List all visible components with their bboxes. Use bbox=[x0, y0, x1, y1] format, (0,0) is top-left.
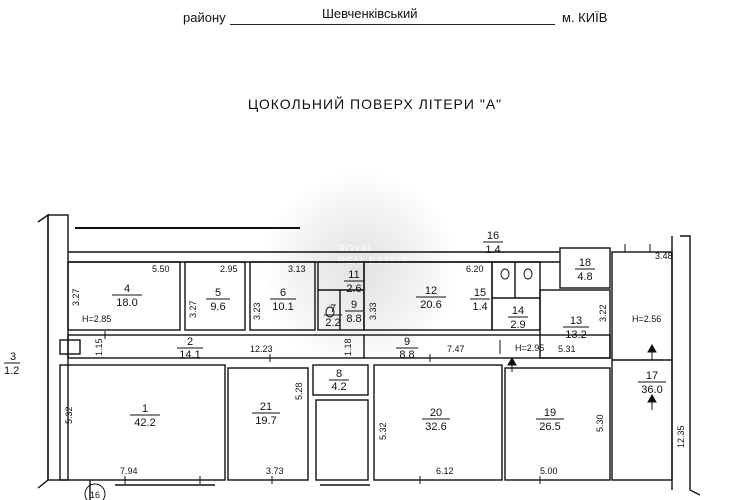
room-3-number: 3 bbox=[10, 351, 16, 363]
room-5-area: 9.6 bbox=[210, 301, 225, 313]
dim-3-33: 3.33 bbox=[368, 302, 378, 320]
walls bbox=[37, 213, 701, 500]
dim-1-18: 1.18 bbox=[343, 338, 353, 356]
room-16-number: 16 bbox=[487, 230, 499, 242]
district-value: Шевченківський bbox=[322, 6, 418, 21]
room-14-number: 14 bbox=[512, 305, 524, 317]
room-2-number: 2 bbox=[187, 336, 193, 348]
dim-5-32-b: 5.32 bbox=[378, 422, 388, 440]
dim-3-27-a: 3.27 bbox=[71, 288, 81, 306]
room-11-number: 11 bbox=[348, 269, 359, 281]
room-13-number: 13 bbox=[570, 315, 582, 327]
room-14-area: 2.9 bbox=[510, 319, 525, 331]
dim-5-00: 5.00 bbox=[540, 466, 558, 476]
room-10-number: 9 bbox=[351, 299, 357, 311]
dim-5-50: 5.50 bbox=[152, 264, 170, 274]
dim-5-32-a: 5.32 bbox=[64, 406, 74, 424]
floor-title: ЦОКОЛЬНИЙ ПОВЕРХ ЛІТЕРИ "А" bbox=[247, 96, 503, 112]
room-19-number: 19 bbox=[544, 407, 556, 419]
height-2-85: H=2.85 bbox=[82, 314, 111, 324]
dim-6-20: 6.20 bbox=[466, 264, 484, 274]
dim-3-48: 3.48 bbox=[655, 251, 673, 261]
dimension-ticks bbox=[104, 244, 651, 484]
room-15-area: 1.4 bbox=[472, 301, 487, 313]
direction-arrows bbox=[507, 343, 657, 410]
dim-12-23: 12.23 bbox=[250, 344, 273, 354]
district-underline bbox=[230, 24, 555, 25]
room-2-area: 14.1 bbox=[179, 349, 200, 361]
room-21-area: 19.7 bbox=[255, 415, 276, 427]
dim-6-12: 6.12 bbox=[436, 466, 454, 476]
dimension-labels: 5.50 2.95 3.13 6.20 3.48 12.23 7.47 5.31… bbox=[64, 251, 686, 476]
height-labels: H=2.85 H=2.95 H=2.56 bbox=[82, 314, 661, 353]
marker-circle bbox=[84, 483, 106, 500]
room-10-area: 8.8 bbox=[346, 313, 361, 325]
room-7-number: 7 bbox=[330, 303, 336, 315]
room-12-number: 12 bbox=[425, 285, 437, 297]
room-15-number: 15 bbox=[474, 287, 486, 299]
room-11-area: 2.6 bbox=[346, 283, 361, 295]
room-3-area: 1.2 bbox=[4, 365, 19, 377]
room-13-area: 13.2 bbox=[565, 329, 586, 341]
room-9-number: 9 bbox=[404, 336, 410, 348]
room-20-number: 20 bbox=[430, 407, 442, 419]
height-2-95: H=2.95 bbox=[515, 343, 544, 353]
room-16-area: 1.4 bbox=[485, 244, 500, 256]
dim-3-73: 3.73 bbox=[266, 466, 284, 476]
room-4-area: 18.0 bbox=[116, 297, 137, 309]
room-17-area: 36.0 bbox=[641, 384, 662, 396]
dim-3-27-b: 3.27 bbox=[188, 300, 198, 318]
dim-5-28: 5.28 bbox=[294, 382, 304, 400]
dim-1-15: 1.15 bbox=[94, 338, 104, 356]
height-2-56: H=2.56 bbox=[632, 314, 661, 324]
dim-5-30: 5.30 bbox=[595, 414, 605, 432]
room-17-number: 17 bbox=[646, 370, 658, 382]
dim-3-13: 3.13 bbox=[288, 264, 306, 274]
room-4-number: 4 bbox=[124, 283, 130, 295]
district-label: району bbox=[183, 10, 226, 25]
room-18-number: 18 bbox=[579, 257, 591, 269]
room-8-number: 8 bbox=[336, 368, 342, 380]
room-6-number: 6 bbox=[280, 287, 286, 299]
room-20-area: 32.6 bbox=[425, 421, 446, 433]
dim-7-94: 7.94 bbox=[120, 466, 138, 476]
dim-3-23: 3.23 bbox=[252, 302, 262, 320]
room-18-area: 4.8 bbox=[577, 271, 592, 283]
dim-3-22: 3.22 bbox=[598, 304, 608, 322]
room-1-area: 42.2 bbox=[134, 417, 155, 429]
room-labels: 4 18.0 5 9.6 6 10.1 7 2.2 9 8.8 11 2.6 1… bbox=[4, 230, 666, 433]
dim-12-35: 12.35 bbox=[676, 425, 686, 448]
toilet-icon bbox=[325, 268, 533, 318]
room-12-area: 20.6 bbox=[420, 299, 441, 311]
room-7-area: 2.2 bbox=[325, 317, 340, 329]
watermark-line1: ROYAL bbox=[338, 244, 374, 255]
room-8-area: 4.2 bbox=[331, 381, 346, 393]
room-6-area: 10.1 bbox=[272, 301, 293, 313]
dim-7-47: 7.47 bbox=[447, 344, 465, 354]
room-1-number: 1 bbox=[142, 403, 148, 415]
city-label: м. КИЇВ bbox=[562, 10, 608, 25]
room-9-area: 8.8 bbox=[399, 349, 414, 361]
dim-5-31: 5.31 bbox=[558, 344, 576, 354]
dim-2-95: 2.95 bbox=[220, 264, 238, 274]
room-21-number: 21 bbox=[260, 401, 272, 413]
marker-16: 16 bbox=[90, 490, 100, 500]
watermark-circle bbox=[260, 170, 460, 370]
room-19-area: 26.5 bbox=[539, 421, 560, 433]
room-5-number: 5 bbox=[215, 287, 221, 299]
